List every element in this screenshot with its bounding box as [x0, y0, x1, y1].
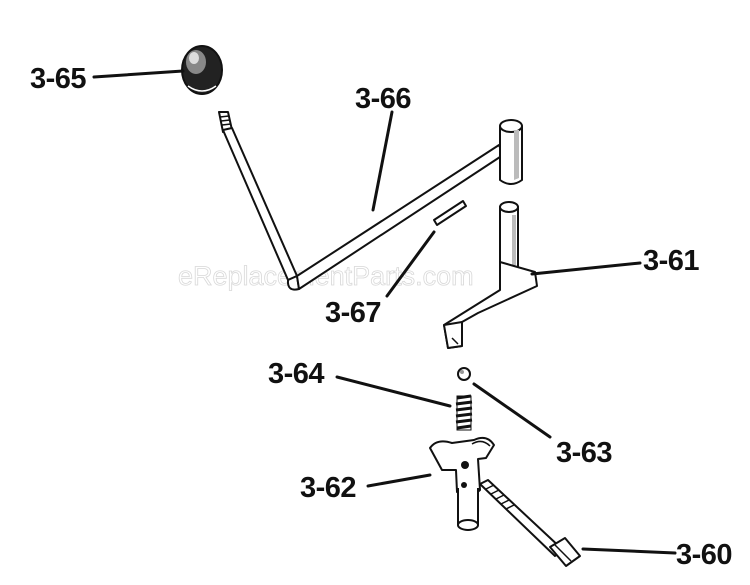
label-3-64: 3-64	[268, 358, 324, 390]
label-3-61: 3-61	[643, 245, 699, 277]
part-shift-knob	[181, 45, 223, 95]
label-3-67: 3-67	[325, 297, 381, 329]
part-pivot-housing	[499, 119, 523, 185]
leader-3-62	[366, 473, 432, 488]
part-detent-spring	[455, 394, 473, 431]
leader-3-63	[472, 382, 552, 439]
label-3-63: 3-63	[556, 437, 612, 469]
part-detent-ball	[457, 367, 471, 381]
part-bolt	[479, 479, 581, 567]
leader-3-64	[335, 375, 452, 408]
leader-3-60	[581, 547, 677, 555]
label-3-60: 3-60	[676, 539, 732, 571]
part-shift-lever	[218, 111, 504, 291]
label-3-65: 3-65	[30, 63, 86, 95]
label-3-62: 3-62	[300, 472, 356, 504]
leader-3-61	[530, 261, 642, 276]
part-roll-pin	[433, 200, 467, 226]
label-3-66: 3-66	[355, 83, 411, 115]
leader-3-65	[92, 69, 185, 79]
part-shift-fork	[429, 436, 495, 531]
leader-3-66	[371, 110, 394, 212]
leader-3-67	[385, 230, 436, 298]
part-shift-arm	[443, 201, 538, 349]
